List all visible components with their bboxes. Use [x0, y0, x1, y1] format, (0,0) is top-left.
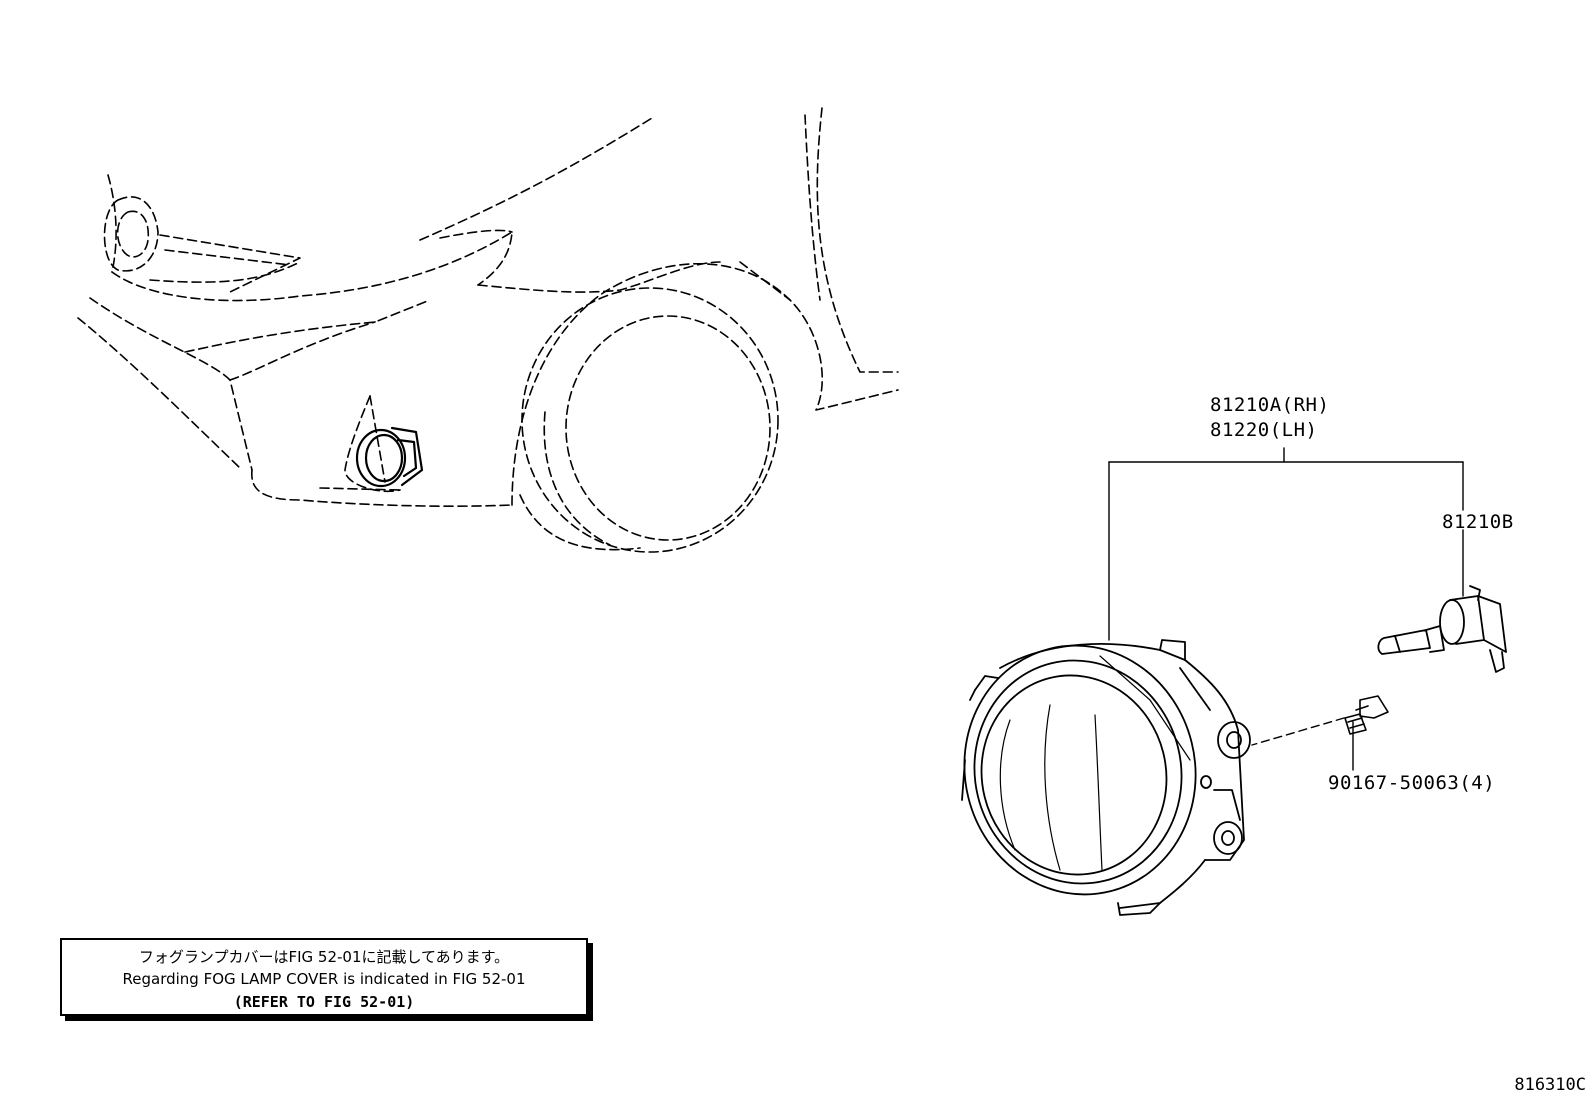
part-label-screw: 90167-50063(4): [1328, 772, 1496, 794]
fog-lamp-bulb: [1377, 585, 1507, 673]
note-japanese-text: フォグランプカバーはFIG 52-01に記載してあります。: [138, 948, 510, 966]
reference-note-box: フォグランプカバーはFIG 52-01に記載してあります。 Regarding …: [60, 938, 588, 1016]
leader-lines: [1108, 447, 1464, 771]
part-label-assembly-lh: 81220(LH): [1210, 419, 1318, 441]
mounting-screw: [1344, 695, 1389, 735]
part-label-bulb: 81210B: [1442, 511, 1514, 533]
part-label-assembly-rh: 81210A(RH): [1210, 394, 1330, 416]
fog-lamp-on-vehicle: [355, 426, 424, 488]
screw-install-dashed-line: [1251, 717, 1345, 746]
note-refer-text: (REFER TO FIG 52-01): [233, 993, 415, 1011]
figure-id: 816310C: [1514, 1075, 1586, 1095]
vehicle-front-outline: [77, 107, 899, 553]
note-english-text: Regarding FOG LAMP COVER is indicated in…: [122, 970, 526, 988]
fog-lamp-assembly: [961, 639, 1251, 916]
